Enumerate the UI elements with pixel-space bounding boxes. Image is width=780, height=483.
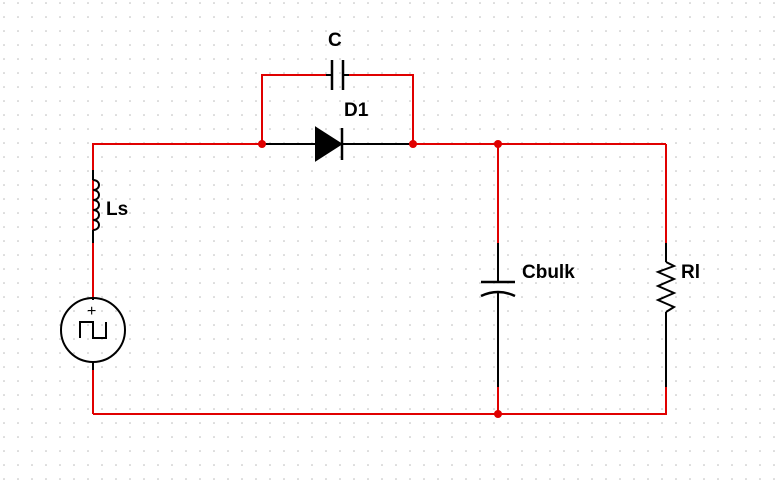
junctions — [258, 140, 502, 418]
junction-dot — [258, 140, 266, 148]
inductor-ls — [92, 170, 100, 243]
diode-label: D1 — [344, 100, 369, 121]
junction-dot — [494, 410, 502, 418]
junction-dot — [409, 140, 417, 148]
capacitor-c-label: C — [328, 30, 342, 51]
wire-bottom — [93, 387, 667, 415]
wires — [92, 74, 667, 415]
square-wave-icon — [79, 321, 107, 339]
capacitor-c — [326, 60, 349, 90]
resistor-label: Rl — [681, 262, 700, 283]
wire-cap-right — [349, 74, 414, 144]
resistor-rl — [655, 243, 677, 387]
source-polarity-mark: + — [87, 303, 96, 320]
bulk-capacitor-label: Cbulk — [522, 262, 575, 283]
junction-dot — [494, 140, 502, 148]
diode-d1 — [262, 126, 413, 162]
inductor-label: Ls — [106, 199, 128, 220]
wire-cap-left — [261, 74, 326, 144]
square-wave-source — [60, 297, 126, 370]
